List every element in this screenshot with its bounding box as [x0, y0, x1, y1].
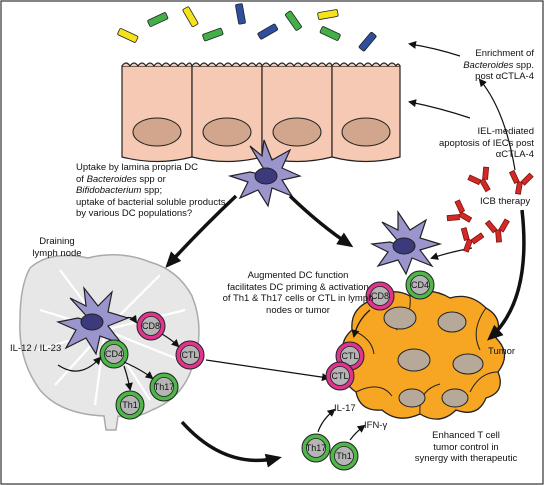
uptake-line2-pre: of — [76, 173, 87, 185]
uptake-line3-post: spp; — [141, 185, 163, 196]
uptake-line2-italic: Bacteroides — [86, 173, 137, 185]
augmented-line2: facilitates DC priming & activation — [227, 281, 369, 293]
il12-il23-label: IL-12 / IL-23 — [10, 343, 62, 354]
arrow-ifng — [349, 424, 366, 441]
arrow-icb-to-iel — [478, 78, 516, 171]
epithelial-nucleus — [341, 117, 391, 147]
iel-label: IEL-mediated apoptosis of IECs post αCTL… — [412, 126, 534, 161]
arrow-ctl-to-tumor — [205, 359, 330, 382]
bacterium — [147, 12, 169, 27]
arrow-cd8-to-ctl-tumor — [351, 309, 371, 338]
iel-line3: αCTLA-4 — [495, 149, 534, 160]
cd4-cell-label: CD4 — [105, 349, 123, 359]
cd8-cell-label: CD8 — [142, 321, 160, 331]
bacterium — [317, 9, 339, 20]
iel-line2: apoptosis of IECs post — [438, 137, 534, 149]
draining-line2: lymph node — [32, 247, 82, 259]
bacterium — [202, 27, 224, 42]
enhanced-line3: synergy with therapeutic — [414, 453, 518, 464]
uptake-line4: uptake of bacterial soluble products — [76, 196, 226, 208]
cd8-tumor-label: CD8 — [371, 291, 389, 301]
epithelial-cell — [331, 65, 401, 163]
arrow-lymph-to-effect — [180, 420, 282, 468]
draining-line1: Draining — [39, 236, 75, 247]
arrow-cd4-to-th17 — [123, 361, 154, 380]
cd4-tumor-label: CD4 — [411, 280, 429, 290]
bacterium — [358, 31, 377, 52]
intestinal-epithelium — [121, 62, 401, 163]
tumor-label: Tumor — [488, 346, 516, 357]
augmented-line1: Augmented DC function — [247, 270, 349, 281]
bacterium — [235, 3, 246, 25]
augmented-line3: of Th1 & Th17 cells or CTL in lymph — [222, 293, 374, 304]
ctl-tumor-label-2: CTL — [331, 371, 348, 381]
arrow-iel — [408, 99, 471, 119]
uptake-line2-post: spp or — [136, 173, 166, 185]
arrow-il12-to-cd4 — [57, 356, 102, 372]
uptake-line3-italic: Bifidobacterium — [76, 185, 142, 196]
arrow-enrichment — [408, 40, 461, 57]
tumor-dc — [369, 210, 443, 276]
il17-label: IL-17 — [334, 403, 356, 414]
ifn-gamma-label: IFN-γ — [364, 420, 388, 431]
th1-cell-label: Th1 — [122, 400, 138, 410]
epithelial-nucleus — [132, 117, 182, 147]
lamina-propria-dc — [227, 139, 302, 208]
antibody-icons — [446, 166, 534, 253]
enrichment-line2-post: spp. — [513, 59, 534, 71]
augmented-line4: nodes or tumor — [266, 304, 330, 316]
draining-lymph-node-label: Draining lymph node — [24, 236, 90, 259]
ctl-cell-label: CTL — [181, 350, 198, 360]
enhanced-line2: tumor control in — [433, 441, 499, 453]
epithelial-nucleus — [202, 117, 252, 147]
uptake-label: Uptake by lamina propria DC of Bacteroid… — [76, 162, 256, 220]
bacterium — [319, 26, 341, 41]
arrow-cd8-to-ctl — [161, 333, 180, 348]
arrow-to-lymph-node — [165, 194, 238, 268]
bacterium — [284, 10, 302, 31]
bacterium — [117, 28, 139, 43]
enrichment-label: Enrichment of Bacteroides spp. post αCTL… — [422, 48, 534, 83]
enhanced-t-cell-label: Enhanced T cell tumor control in synergy… — [404, 430, 528, 465]
enrichment-italic: Bacteroides — [463, 59, 514, 71]
augmented-dc-label: Augmented DC function facilitates DC pri… — [208, 270, 388, 316]
enrichment-line1: Enrichment of — [475, 48, 534, 59]
bacterium — [257, 23, 279, 40]
ctl-tumor-label: CTL — [341, 351, 358, 361]
uptake-line1: Uptake by lamina propria DC — [76, 162, 198, 173]
lymph-node-dc — [56, 285, 130, 356]
epithelial-cell — [261, 65, 333, 163]
enrichment-line3: post αCTLA-4 — [475, 71, 534, 82]
enhanced-line1: Enhanced T cell — [432, 430, 500, 441]
icb-therapy-label: ICB therapy — [480, 196, 531, 207]
arrow-il17 — [317, 408, 336, 433]
uptake-line5: by various DC populations? — [76, 208, 193, 219]
arrow-dc-to-cd8 — [125, 314, 138, 324]
bacterium — [182, 6, 199, 28]
arrow-icb-to-tumor — [487, 209, 526, 341]
arrow-cd4-to-th1 — [123, 365, 133, 391]
iel-line1: IEL-mediated — [477, 126, 534, 137]
epithelial-nucleus — [272, 117, 322, 147]
th1-effector-label: Th1 — [336, 451, 352, 461]
epithelial-cell — [121, 65, 193, 163]
th17-effector-label: Th17 — [306, 443, 327, 453]
tumor — [342, 290, 506, 420]
arrow-to-tumor — [288, 194, 354, 248]
th17-cell-label: Th17 — [154, 382, 175, 392]
